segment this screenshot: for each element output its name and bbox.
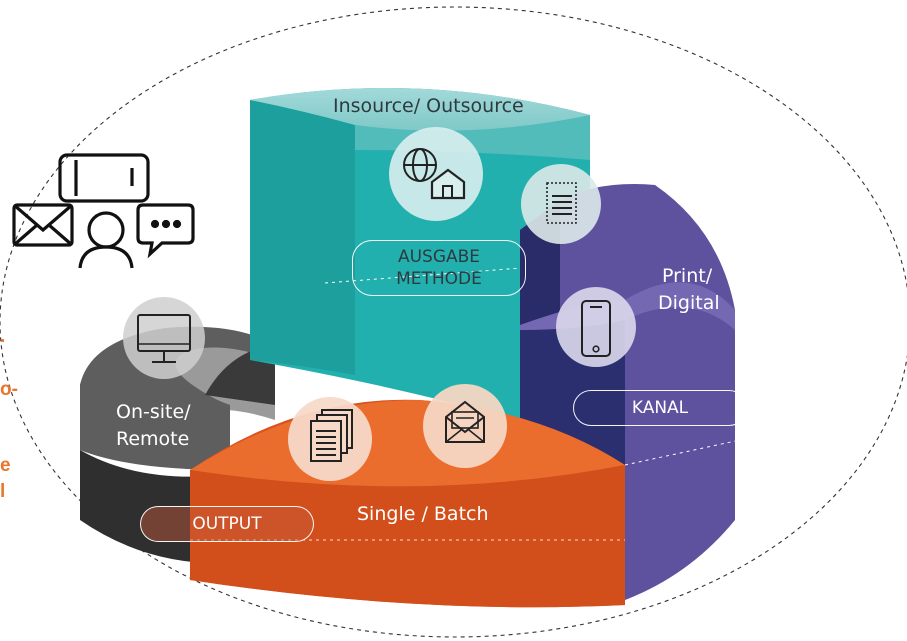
smartphone-icon — [556, 287, 636, 367]
text-fragment-4: l — [0, 481, 6, 502]
monitor-icon — [123, 297, 205, 379]
badge-ausgabe-methode-line1: AUSGABE — [397, 247, 481, 267]
badge-kanal: KANAL — [573, 390, 747, 426]
badge-ausgabe-methode: AUSGABE METHODE — [352, 240, 526, 296]
globe-house-icon — [389, 127, 483, 221]
label-single-batch: Single / Batch — [357, 503, 489, 525]
document-list-icon — [521, 164, 601, 244]
open-envelope-icon — [423, 384, 507, 468]
text-fragment-3: e — [0, 455, 11, 476]
communication-cluster-icon — [12, 153, 195, 269]
text-fragment-1: . — [0, 326, 6, 347]
text-fragment-2: o- — [0, 379, 18, 400]
label-print-digital-line2: Digital — [658, 292, 720, 314]
badge-output: OUTPUT — [140, 506, 314, 542]
outer-dashed-ellipse — [0, 6, 907, 638]
label-onsite-remote-line1: On-site/ — [116, 401, 191, 423]
label-onsite-remote-line2: Remote — [116, 428, 190, 450]
label-print-digital: Print/ Digital — [658, 263, 720, 317]
label-print-digital-line1: Print/ — [662, 265, 713, 287]
label-onsite-remote: On-site/ Remote — [116, 399, 191, 453]
label-insource-outsource: Insource/ Outsource — [333, 95, 524, 117]
badge-ausgabe-methode-line2: METHODE — [396, 269, 482, 289]
documents-stack-icon — [288, 397, 372, 481]
